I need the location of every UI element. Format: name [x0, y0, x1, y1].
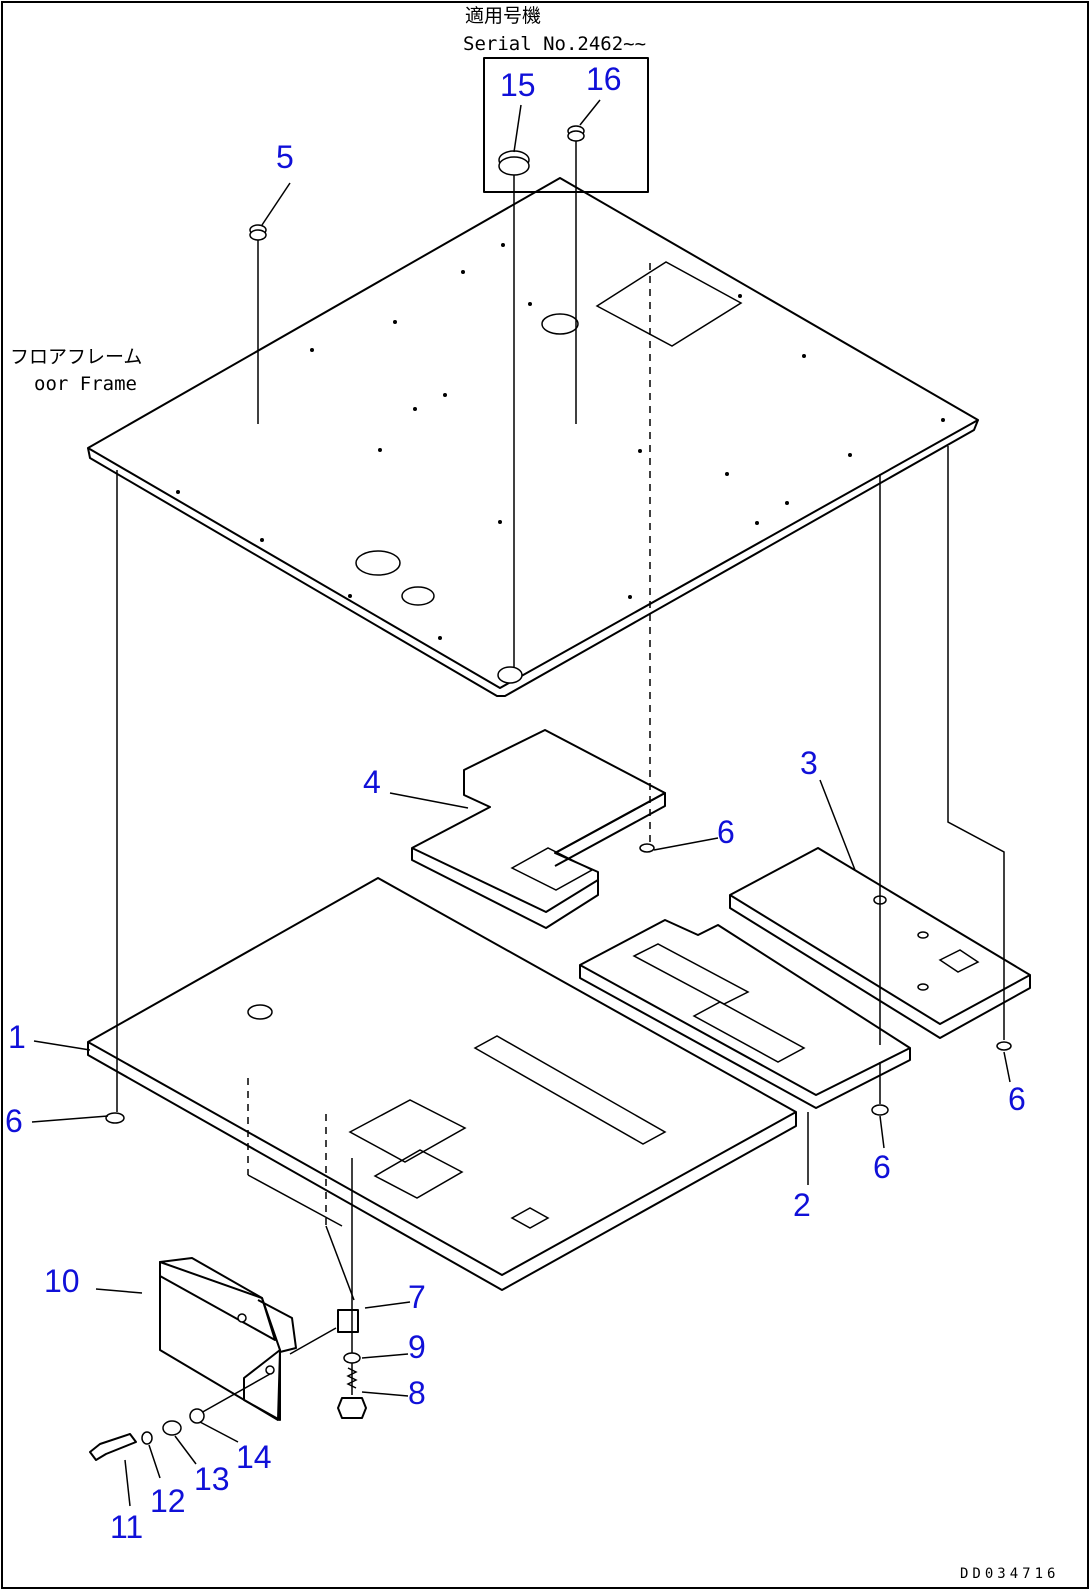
label-part-4: 4 [363, 764, 381, 800]
inset-box [483, 57, 649, 193]
part-6-washer [996, 1041, 1012, 1051]
part-2-edge [579, 965, 911, 1109]
part-11-bolt [89, 1433, 137, 1461]
label-part-3: 3 [800, 745, 818, 781]
label-part-6: 6 [873, 1149, 891, 1185]
part-6-washer [871, 1104, 889, 1116]
part-1-mat [87, 877, 797, 1291]
label-part-7: 7 [408, 1279, 426, 1315]
part-3-edge [729, 895, 1031, 1039]
part-4-edge [411, 848, 599, 929]
part-6-washer [105, 1112, 125, 1124]
part-3-hole [917, 983, 929, 991]
part-14-nut [189, 1408, 205, 1424]
label-part-12: 12 [150, 1483, 186, 1519]
floor-frame-hole [541, 313, 579, 335]
part-4-cutout [510, 847, 594, 891]
label-part-5: 5 [276, 139, 294, 175]
part-4-step [554, 792, 666, 867]
label-part-6: 6 [1008, 1081, 1026, 1117]
part-1-hole [247, 1004, 273, 1020]
label-part-15: 15 [500, 67, 536, 103]
part-5-plug-base [249, 229, 267, 241]
label-part-13: 13 [194, 1461, 230, 1497]
part-2-top [579, 919, 911, 1096]
floor-frame-marks [176, 243, 945, 640]
part-1-recess [348, 1099, 467, 1163]
part-2-slot [632, 943, 750, 1005]
floor-frame-opening [595, 261, 743, 347]
part-10-side [257, 1299, 297, 1353]
part-2-plate [579, 919, 911, 1109]
floor-frame-hole [355, 550, 401, 576]
label-part-2: 2 [793, 1187, 811, 1223]
label-part-9: 9 [408, 1329, 426, 1365]
part-10-tab [243, 1349, 281, 1421]
label-part-10: 10 [44, 1263, 80, 1299]
label-part-11: 11 [110, 1509, 143, 1545]
part-3-slot [938, 949, 980, 973]
part-1-recess [510, 1207, 550, 1229]
part-3-plate [729, 847, 1031, 1039]
floor-frame-hole [401, 586, 435, 606]
part-12-lockwasher [141, 1431, 153, 1445]
serial-note-en: Serial No.2462~~ [463, 33, 646, 55]
serial-note-jp: 適用号機 [465, 5, 541, 27]
label-part-16: 16 [586, 61, 622, 97]
part-3-hole [917, 931, 929, 939]
part-10-bracket [159, 1257, 337, 1421]
floor-frame-note-en: oor Frame [34, 373, 137, 395]
leader-lines [31, 99, 1011, 1507]
floor-frame: フロアフレーム oor Frame [10, 177, 979, 697]
part-7-clip [337, 1309, 359, 1333]
part-15-plug-base [498, 156, 530, 176]
part-1-recess [373, 1149, 464, 1199]
part-16-plug-base [567, 130, 585, 142]
part-8-bolt-thread [346, 1367, 358, 1389]
part-8-bolt-head [337, 1397, 367, 1419]
floor-frame-edge [87, 419, 979, 697]
assembly-lines [116, 141, 1005, 1395]
floor-frame-hole [497, 666, 523, 684]
part-1-edge [87, 1042, 797, 1291]
label-part-6: 6 [5, 1103, 23, 1139]
label-part-6: 6 [717, 814, 735, 850]
part-9-washer [343, 1352, 361, 1364]
part-4-plate [411, 729, 666, 929]
label-part-1: 1 [8, 1019, 26, 1055]
part-6-washer [639, 843, 655, 853]
label-part-14: 14 [236, 1439, 272, 1475]
floor-frame-note-jp: フロアフレーム [10, 346, 142, 368]
label-part-8: 8 [408, 1375, 426, 1411]
small-hardware [89, 1309, 367, 1461]
drawing-code: DD034716 [960, 1566, 1059, 1582]
serial-inset: 適用号機 Serial No.2462~~ [463, 5, 649, 193]
part-13-washer [162, 1420, 182, 1436]
part-labels: 1 2 3 4 5 6 6 6 6 7 8 9 10 11 12 13 14 1… [5, 61, 1026, 1545]
part-2-slot [692, 1001, 806, 1063]
part-1-groove [473, 1035, 667, 1145]
